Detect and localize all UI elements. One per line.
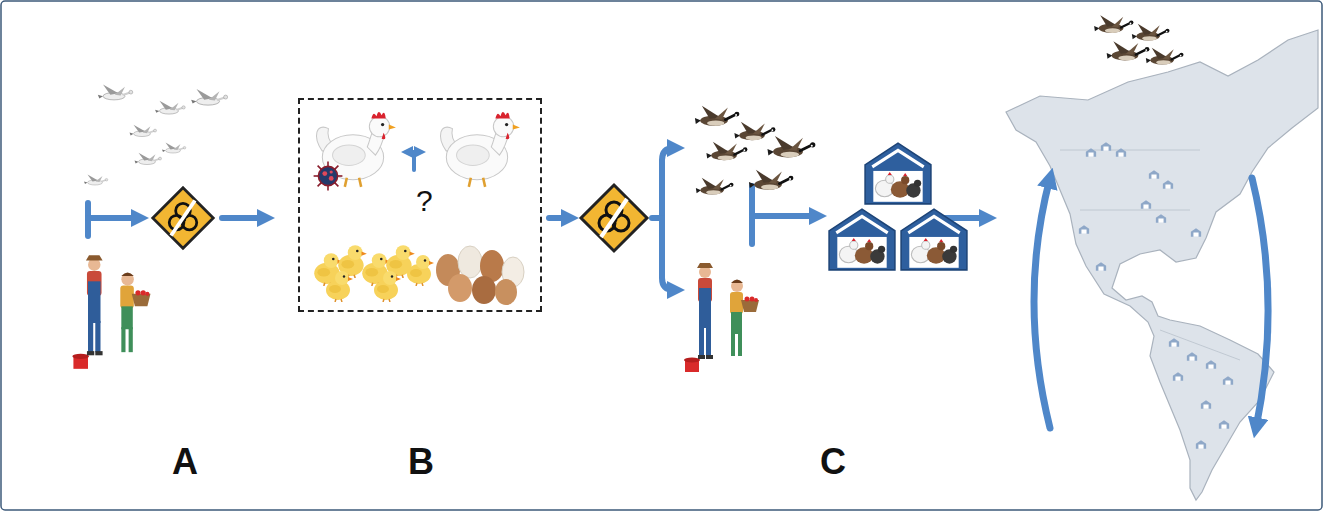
question-mark: ? bbox=[416, 184, 433, 217]
migration-arcs bbox=[1034, 178, 1268, 428]
poultry-farms bbox=[829, 143, 967, 270]
americas-map bbox=[1006, 30, 1318, 500]
part-label: B bbox=[408, 442, 434, 482]
wild-birds-a bbox=[84, 84, 228, 185]
exchange-stem bbox=[412, 152, 416, 170]
branch-down bbox=[662, 218, 676, 290]
flow-arrow bbox=[88, 215, 140, 221]
virus-icon bbox=[314, 162, 343, 191]
gull bbox=[98, 84, 133, 99]
part-label: A bbox=[172, 442, 198, 482]
biosecurity-sign bbox=[153, 188, 214, 249]
part-label: C bbox=[820, 442, 846, 482]
gull bbox=[162, 143, 186, 154]
gull bbox=[135, 153, 162, 165]
farm-workers bbox=[72, 255, 150, 369]
flow-arrows bbox=[88, 148, 988, 290]
chicks bbox=[314, 245, 434, 302]
dashed-group-box: ? bbox=[298, 98, 542, 312]
farm-workers bbox=[684, 263, 759, 372]
branch-up bbox=[662, 148, 676, 218]
flow-arrow bbox=[549, 215, 570, 221]
gull bbox=[130, 125, 157, 137]
flow-arrow bbox=[222, 215, 266, 221]
flow-arrow bbox=[752, 213, 818, 219]
gull bbox=[191, 89, 227, 105]
biosecurity-sign bbox=[581, 185, 647, 251]
wild-geese-c bbox=[695, 106, 815, 195]
hen bbox=[441, 112, 520, 187]
gull bbox=[155, 101, 185, 114]
gull bbox=[84, 175, 108, 186]
eggs bbox=[436, 246, 524, 305]
migrating-geese bbox=[1094, 15, 1183, 64]
